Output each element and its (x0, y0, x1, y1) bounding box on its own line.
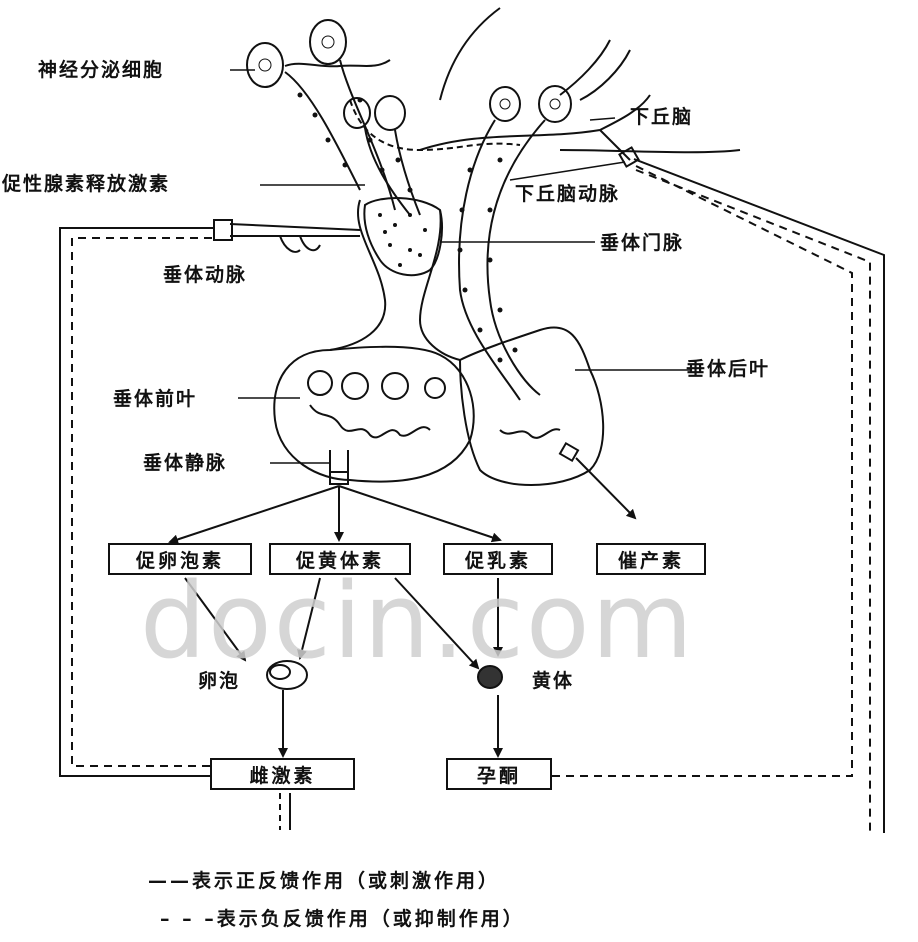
label-hypothalamic-artery: 下丘脑动脉 (515, 183, 621, 205)
label-gnrh: 促性腺素释放激素 (2, 173, 171, 195)
corpus-luteum-shape (477, 665, 503, 689)
brain-outline (439, 7, 501, 101)
anterior-lobe-cells (307, 370, 446, 400)
feedback-dashed-right (552, 164, 853, 777)
box-estrogen: 雌激素 (210, 758, 355, 790)
label-posterior-lobe: 垂体后叶 (686, 358, 771, 380)
label-pituitary-artery: 垂体动脉 (163, 264, 248, 286)
portal-plexus (363, 197, 443, 277)
pituitary-stalk (329, 199, 387, 351)
anterior-lobe-outline (273, 345, 475, 483)
hypothalamus-floor (559, 149, 741, 154)
label-corpus-luteum: 黄体 (532, 670, 575, 692)
box-lh: 促黄体素 (269, 543, 411, 575)
label-neurosecretory-cells: 神经分泌细胞 (38, 59, 165, 81)
box-fsh: 促卵泡素 (108, 543, 252, 575)
granules (297, 92, 518, 363)
feedback-dashed-left (71, 237, 214, 767)
label-anterior-lobe: 垂体前叶 (113, 388, 198, 410)
legend-solid: ——表示正反馈作用（或刺激作用） (148, 870, 501, 892)
posterior-lobe-outline (458, 326, 605, 486)
box-progesterone: 孕酮 (446, 758, 552, 790)
hypothalamic-artery-vessel (419, 94, 651, 161)
label-follicle: 卵泡 (198, 670, 241, 692)
feedback-solid-left (59, 227, 214, 777)
box-oxytocin: 催产素 (596, 543, 706, 575)
pituitary-vein-vessel (329, 450, 349, 478)
feedback-solid-right (633, 158, 885, 833)
pituitary-artery-vessel (229, 223, 361, 237)
axons (284, 39, 631, 401)
leader-lines (230, 69, 690, 464)
box-prolactin: 促乳素 (443, 543, 553, 575)
label-pituitary-vein: 垂体静脉 (143, 452, 228, 474)
label-portal-vein: 垂体门脉 (600, 232, 685, 254)
follicle-shape (266, 660, 308, 690)
legend-dashed: – – –表示负反馈作用（或抑制作用） (160, 908, 525, 930)
watermark: docin.com (140, 560, 695, 682)
anterior-capillaries (309, 404, 431, 439)
label-hypothalamus: 下丘脑 (630, 106, 694, 128)
neurosecretory-cell-group (246, 19, 572, 131)
portal-plexus-dots (378, 213, 427, 267)
